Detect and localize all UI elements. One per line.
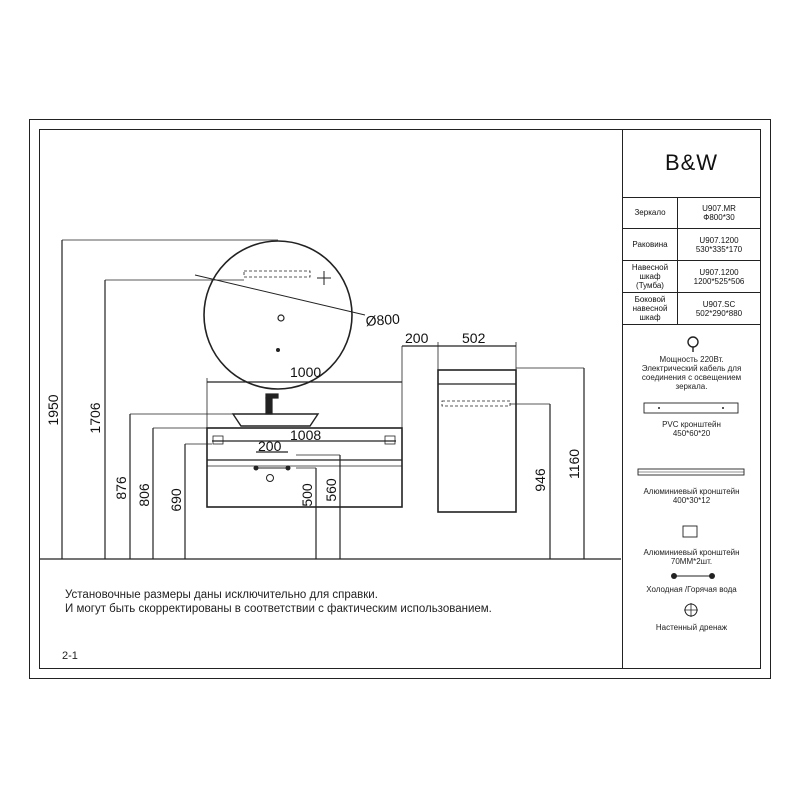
dim-side-gap: 200 [405,330,429,346]
power-cable-icon [687,336,699,352]
dim-h-1706: 1706 [87,402,103,433]
legend-alu-small: Алюминиевый кронштейн 70MM*2шт. [643,548,740,566]
spec-label: Раковина [632,240,668,249]
spec-value: U907.SC [702,299,736,309]
installation-notes: Установочные размеры даны исключительно … [65,588,492,616]
legend-alu-long: Алюминиевый кронштейн 400*30*12 [643,487,740,505]
inner-frame [39,129,761,669]
drain-icon [684,603,698,617]
dim-mirror-diameter: Ø800 [365,311,400,329]
spec-label: шкаф [639,313,661,322]
water-inlets-icon [671,573,715,579]
pvc-bracket-icon [643,402,739,414]
dim-vanity-width: 1000 [290,364,321,380]
legend-pvc: PVC кронштейн 450*60*20 [662,420,721,438]
small-bracket-icon [682,525,698,538]
spec-value: U907.MR [702,203,736,213]
dim-side-width: 502 [462,330,486,346]
note-line: И могут быть скорректированы в соответст… [65,603,492,615]
spec-value: 530*335*170 [695,244,743,254]
mirror-diameter-leader [194,274,366,316]
note-line: Установочные размеры даны исключительно … [65,589,378,601]
legend-power: Мощность 220Вт. Электрический кабель для… [641,355,742,391]
cold-water-inlet [253,465,259,471]
spec-label: (Тумба) [636,281,664,290]
dim-h-1950: 1950 [45,394,61,425]
dim-h-806: 806 [136,483,152,507]
faucet-spout [265,393,279,399]
dim-h-690: 690 [168,488,184,512]
vanity-cabinet [206,427,403,508]
power-cable-icon [277,314,285,322]
spec-label: шкаф [639,272,661,281]
bracket-left [212,435,224,445]
spec-value: 1200*525*506 [693,276,745,286]
spec-value: 502*290*880 [695,308,743,318]
spec-value: Ф800*30 [703,212,735,222]
spec-label: Боковой [634,295,666,304]
bracket-right [384,435,396,445]
legend-drain: Настенный дренаж [655,623,728,632]
basin [231,413,320,427]
page-number: 2-1 [62,650,78,662]
spec-label: Зеркало [634,208,666,217]
legend-water: Холодная /Горячая вода [646,585,737,594]
dim-h-560: 560 [323,478,339,502]
dim-h-1160: 1160 [566,449,582,479]
round-mirror [203,240,353,390]
mirror-light-strip [243,270,311,278]
mirror-outlet-dot [276,348,280,352]
outer-frame [29,119,771,679]
dim-h-500: 500 [299,483,315,507]
faucet [265,397,273,415]
dim-basin-width: 1008 [290,427,321,443]
side-cabinet-bracket [441,400,511,407]
side-cabinet [437,369,517,513]
spec-value: U907.1200 [699,267,739,277]
spec-label: Навесной [631,263,669,272]
brand-logo: B&W [623,129,760,198]
dim-h-946: 946 [532,468,548,492]
hot-water-inlet [285,465,291,471]
mirror-bracket-cross [317,271,331,285]
dim-h-876: 876 [113,476,129,500]
drain-symbol [266,474,274,482]
dim-pipe-spacing: 200 [258,438,282,454]
aluminium-bracket-icon [637,468,745,476]
spec-label: навесной [632,304,668,313]
spec-value: U907.1200 [699,235,739,245]
